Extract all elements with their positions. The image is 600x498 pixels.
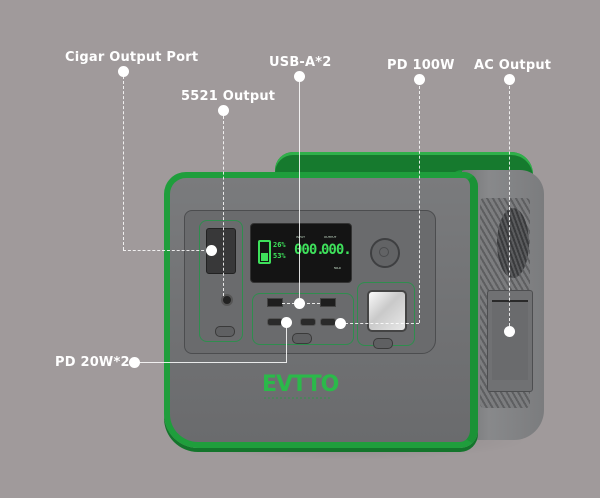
lcd-screen: 26% 53% INPUT 000. OUTPUT 000. 50Hz [250, 223, 352, 283]
cigar-label-dot [118, 66, 129, 77]
ac-output-socket [367, 290, 407, 332]
usba-target-dot [294, 298, 305, 309]
usb-port-zone [252, 293, 354, 345]
power-icon [379, 247, 389, 257]
usba-label-dot [294, 71, 305, 82]
input-label: INPUT [296, 235, 305, 239]
ac-callout-line [509, 86, 510, 326]
usb-switch-button[interactable] [292, 333, 312, 344]
usba-callout-line [299, 82, 300, 300]
pd20-callout-line-v [286, 322, 287, 362]
output-value: 000. [321, 242, 352, 258]
brand-tagline [264, 397, 330, 399]
pd100-target-dot [335, 318, 346, 329]
ac-output-label: AC Output [474, 58, 552, 73]
cigar-target-dot [206, 245, 217, 256]
power-button[interactable] [370, 238, 400, 268]
brand-logo: EVTTO [262, 372, 339, 397]
cigar-output-label: Cigar Output Port [65, 50, 199, 65]
output-label: OUTPUT [324, 235, 337, 239]
dc5521-output-label: 5521 Output [181, 89, 276, 104]
pd100-label-dot [414, 74, 425, 85]
pd20-target-dot [281, 317, 292, 328]
dc5521-output-port [221, 294, 233, 306]
ac-target-dot [504, 326, 515, 337]
battery-percent-top: 26% [273, 241, 286, 249]
output-unit: 50Hz [334, 266, 342, 270]
usb-a-port-2 [320, 298, 336, 307]
battery-percent-bottom: 53% [273, 252, 286, 260]
pd20-label-dot [129, 357, 140, 368]
input-value: 000. [294, 242, 325, 258]
dc-switch-button[interactable] [215, 326, 235, 337]
usb-a-port-1 [267, 298, 283, 307]
dc5521-label-dot [218, 105, 229, 116]
cigar-callout-line [123, 76, 124, 250]
pd20-label: PD 20W*2 [55, 355, 130, 370]
left-port-zone [199, 220, 243, 342]
battery-icon [258, 240, 271, 264]
ac-switch-button[interactable] [373, 338, 393, 349]
pd100-label: PD 100W [387, 58, 455, 73]
pd100-callout-line-h [345, 323, 419, 324]
dc5521-callout-line [223, 116, 224, 296]
usba-label: USB-A*2 [269, 55, 332, 70]
ac-label-dot [504, 74, 515, 85]
usb-c-pd100-port [320, 318, 336, 326]
cigar-callout-line-h [123, 250, 209, 251]
pd100-callout-line [419, 86, 420, 323]
usb-c-port-2 [300, 318, 316, 326]
side-ac-cover-inner [492, 300, 528, 380]
pd20-callout-line [140, 362, 287, 363]
fan-icon [497, 208, 529, 278]
